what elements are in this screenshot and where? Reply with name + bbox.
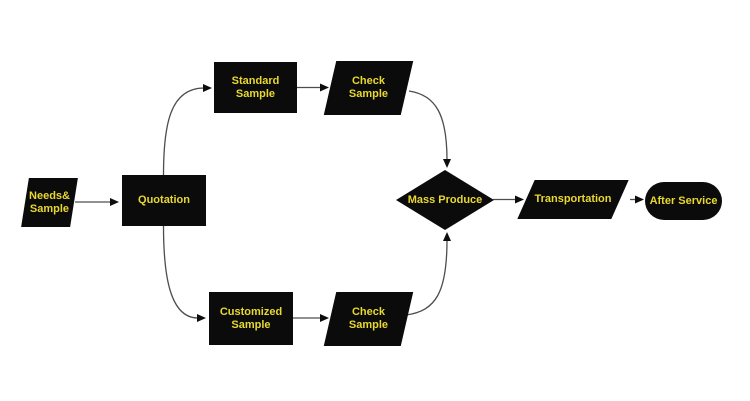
- node-label: Needs& Sample: [29, 189, 70, 215]
- node-transportation: Transportation: [517, 180, 629, 219]
- node-customized-sample: Customized Sample: [209, 292, 293, 345]
- node-check-sample-bottom: Check Sample: [323, 292, 414, 346]
- rectangle-shape: [214, 62, 297, 113]
- node-after-service: After Service: [645, 182, 722, 220]
- node-needs-sample: Needs& Sample: [21, 178, 78, 227]
- edge-quotation-to-standard-sample: [162, 84, 212, 176]
- rectangle-shape: [209, 292, 293, 345]
- node-label: Quotation: [138, 194, 190, 206]
- node-label: Transportation: [534, 193, 612, 205]
- node-label: Standard Sample: [231, 74, 280, 100]
- stadium-shape: [645, 182, 722, 220]
- edge-check-sample-bottom-to-mass-produce: [405, 232, 451, 316]
- edge-quotation-to-customized-sample: [162, 225, 206, 322]
- edge-check-sample-top-to-mass-produce: [408, 90, 451, 168]
- node-mass-produce: Mass Produce: [396, 170, 494, 230]
- node-label: Mass Produce: [407, 193, 483, 206]
- node-label: Check Sample: [348, 75, 389, 100]
- node-check-sample-top: Check Sample: [323, 61, 414, 115]
- node-standard-sample: Standard Sample: [214, 62, 297, 113]
- node-label: Customized Sample: [219, 305, 283, 331]
- node-quotation: Quotation: [122, 175, 206, 226]
- node-label: Check Sample: [348, 306, 389, 331]
- rectangle-shape: [122, 175, 206, 226]
- node-label: After Service: [649, 194, 718, 207]
